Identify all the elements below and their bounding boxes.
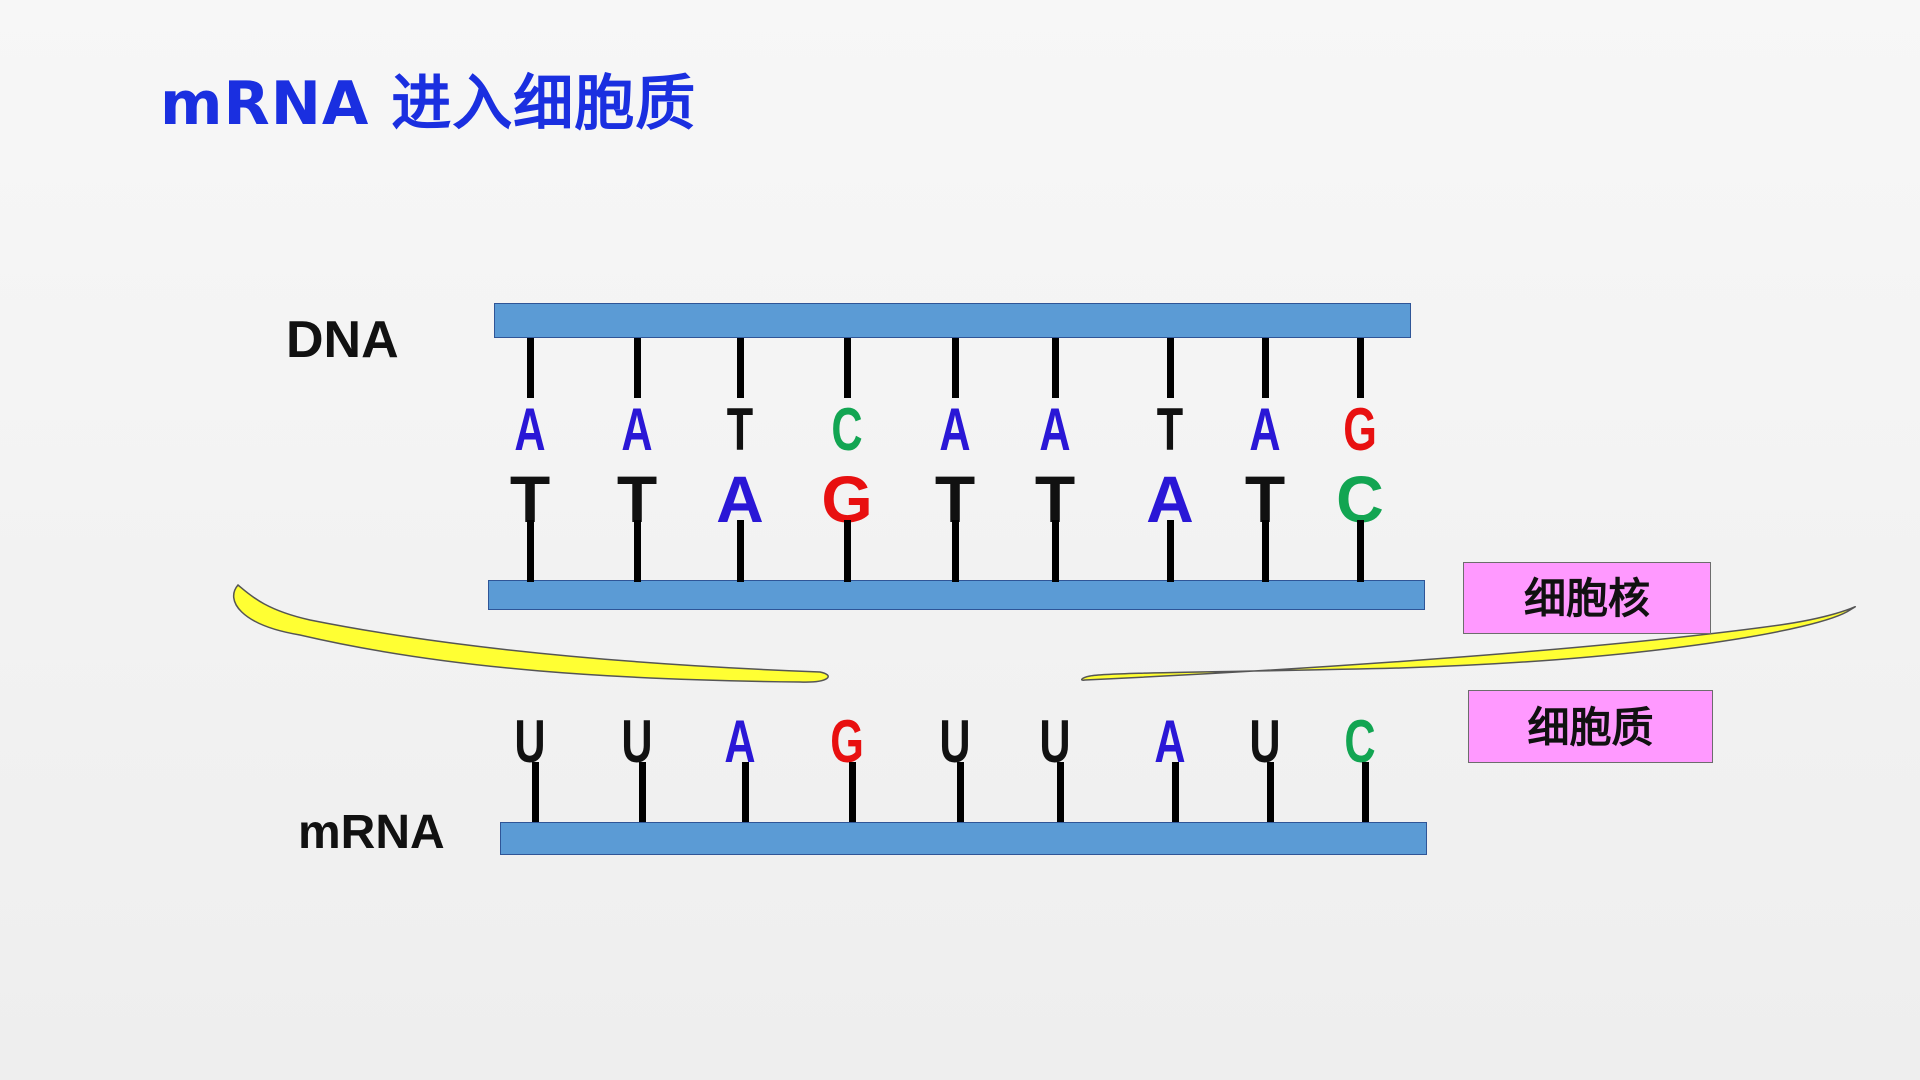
dna-top-base: T: [1156, 396, 1184, 463]
mrna-base: G: [830, 708, 864, 775]
dna-bottom-bond: [634, 520, 641, 582]
dna-top-base: A: [514, 396, 546, 463]
dna-top-base: A: [1039, 396, 1071, 463]
dna-bottom-bond: [952, 520, 959, 582]
mrna-bond: [1057, 762, 1064, 822]
dna-bottom-bond: [1357, 520, 1364, 582]
dna-top-base: A: [939, 396, 971, 463]
dna-bottom-bond: [527, 520, 534, 582]
dna-bottom-bond: [1167, 520, 1174, 582]
mrna-base: U: [514, 708, 546, 775]
mrna-bond: [1172, 762, 1179, 822]
nuclear-membrane-left: [233, 583, 829, 683]
mrna-base: U: [621, 708, 653, 775]
dna-top-bond: [952, 338, 959, 398]
dna-top-bond: [737, 338, 744, 398]
dna-top-bond: [1167, 338, 1174, 398]
mrna-label: mRNA: [298, 806, 445, 859]
mrna-bond: [957, 762, 964, 822]
cytoplasm-label-box: 细胞质: [1468, 690, 1713, 763]
dna-bottom-bond: [737, 520, 744, 582]
dna-top-base: G: [1343, 396, 1377, 463]
mrna-base: A: [724, 708, 756, 775]
dna-top-base: T: [726, 396, 754, 463]
dna-top-bond: [1052, 338, 1059, 398]
dna-top-bond: [844, 338, 851, 398]
dna-top-base: A: [621, 396, 653, 463]
dna-label: DNA: [286, 311, 399, 369]
dna-top-bond: [1357, 338, 1364, 398]
mrna-base: U: [1249, 708, 1281, 775]
dna-bottom-bond: [1262, 520, 1269, 582]
dna-bottom-bond: [844, 520, 851, 582]
nuclear-membrane-right: [1080, 606, 1856, 681]
mrna-strand: [500, 822, 1427, 855]
dna-bottom-bond: [1052, 520, 1059, 582]
mrna-base: U: [1039, 708, 1071, 775]
mrna-base: U: [939, 708, 971, 775]
dna-top-base: C: [831, 396, 863, 463]
mrna-bond: [532, 762, 539, 822]
mrna-bond: [639, 762, 646, 822]
dna-top-strand: [494, 303, 1411, 338]
page-title: mRNA 进入细胞质: [160, 69, 697, 139]
mrna-base: C: [1344, 708, 1376, 775]
dna-top-bond: [1262, 338, 1269, 398]
dna-top-bond: [634, 338, 641, 398]
mrna-base: A: [1154, 708, 1186, 775]
mrna-bond: [1267, 762, 1274, 822]
nucleus-label-box: 细胞核: [1463, 562, 1711, 634]
mrna-bond: [742, 762, 749, 822]
dna-top-bond: [527, 338, 534, 398]
mrna-bond: [849, 762, 856, 822]
mrna-bond: [1362, 762, 1369, 822]
dna-top-base: A: [1249, 396, 1281, 463]
